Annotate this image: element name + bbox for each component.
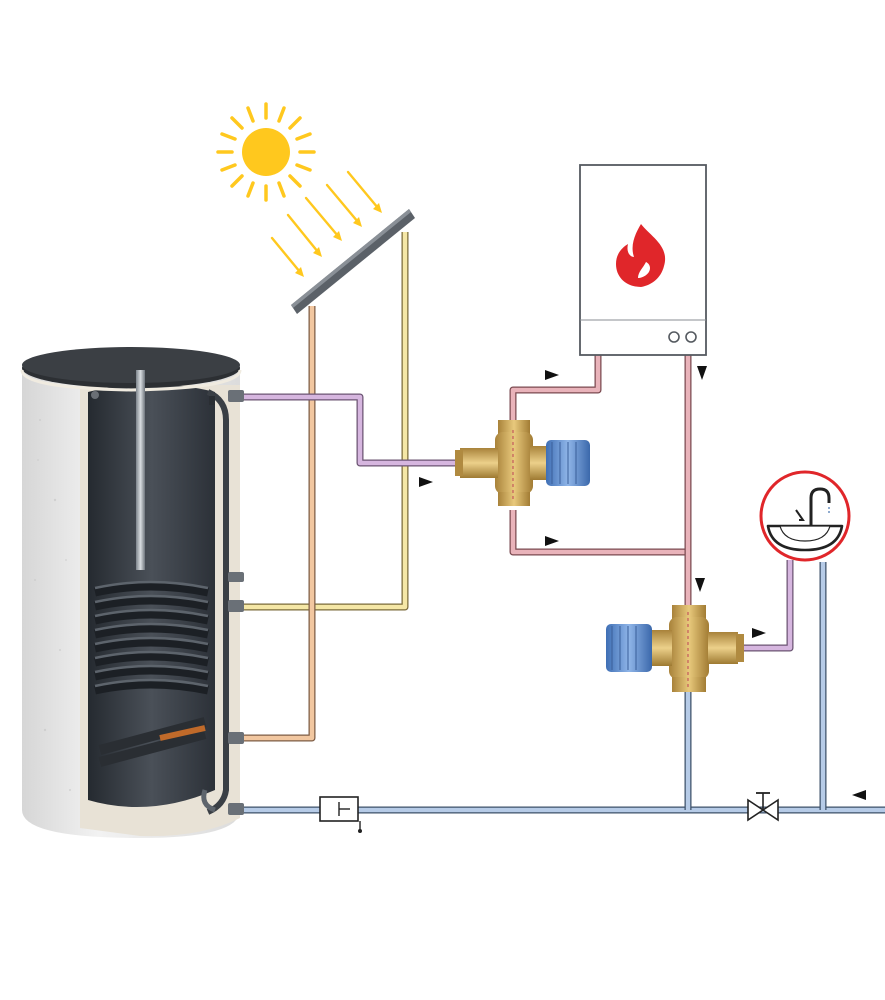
sun-rays [270,170,380,274]
electric-heater-element [98,717,207,755]
arrow-right-icon [545,370,559,380]
tank-hot-outlet-pipe [242,393,455,467]
solar-panel-icon [291,209,415,314]
flame-icon [616,224,666,287]
solar-return-pipe [242,306,316,742]
boiler-inlet-pipe [509,355,602,420]
arrow-right-icon [752,628,766,638]
flow-arrows [419,366,866,800]
gas-boiler [579,164,707,356]
thermostatic-mixing-valve-icon [606,605,744,692]
shutoff-valve-icon [747,792,779,822]
sink-faucet-icon [759,470,851,562]
non-return-valve-icon [319,796,362,833]
arrow-right-icon [545,536,559,546]
arrow-down-icon [697,366,707,380]
arrow-left-icon [852,790,866,800]
sun-ray-arrowheads [295,203,382,277]
arrow-down-icon [695,578,705,592]
boiler-tank-icon [20,347,244,838]
mixed-water-pipe [742,560,794,652]
bypass-pipe [509,510,688,556]
heat-exchanger-coil [94,581,209,695]
arrow-right-icon [419,477,433,487]
three-way-valve-icon [455,420,590,506]
sun-icon [216,102,316,202]
